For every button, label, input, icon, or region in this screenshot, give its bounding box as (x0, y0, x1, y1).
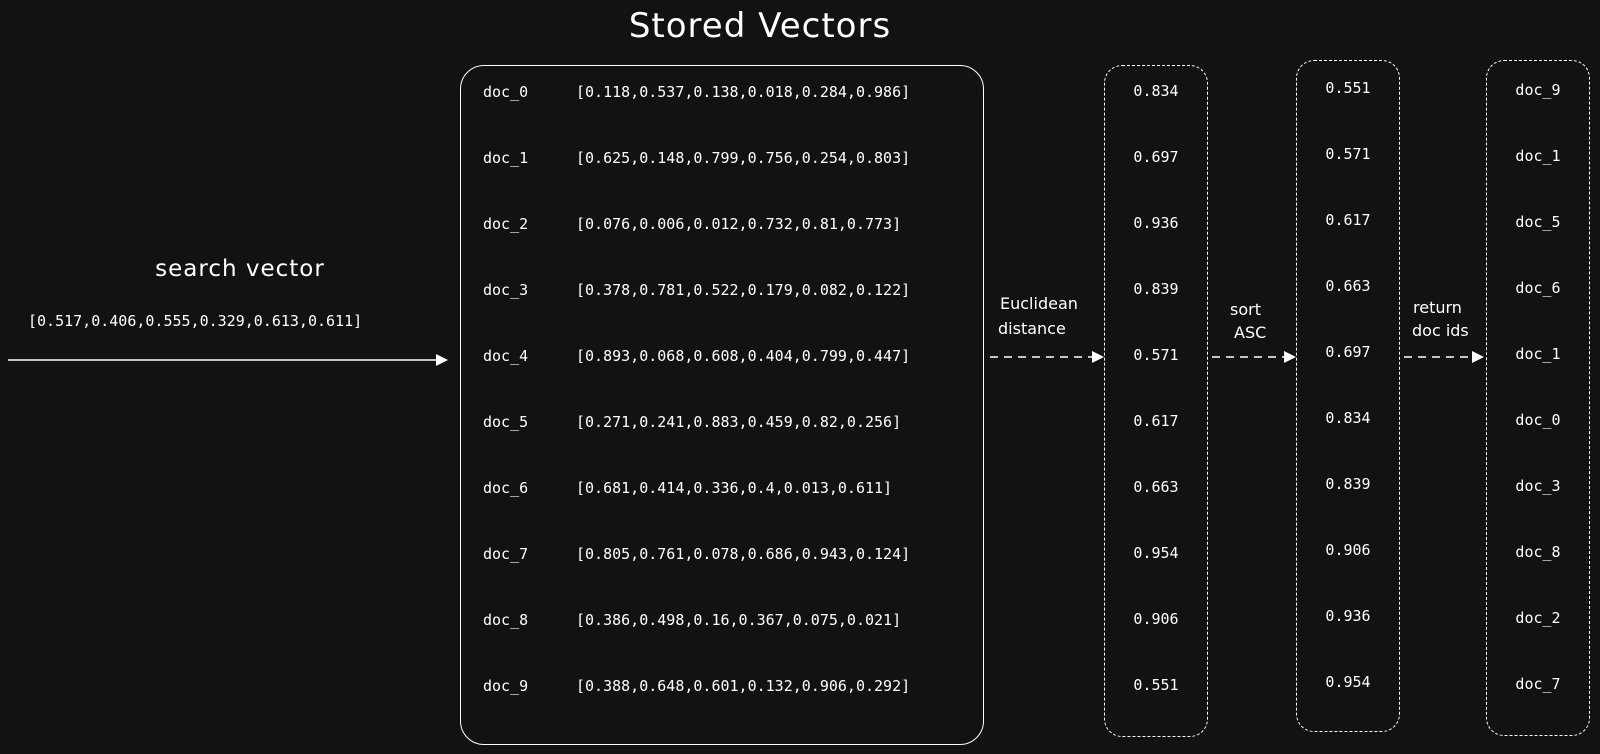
result-doc-id: doc_3 (1515, 477, 1561, 495)
doc-vector: [0.625,0.148,0.799,0.756,0.254,0.803] (576, 149, 911, 167)
doc-row: doc_6 [0.681,0.414,0.336,0.4,0.013,0.611… (461, 476, 983, 500)
sorted-distance-value: 0.571 (1325, 145, 1371, 163)
sort-step-label-line1: sort (1230, 300, 1261, 319)
sorted-distance-value: 0.834 (1325, 409, 1371, 427)
diagram-title: Stored Vectors (628, 6, 892, 46)
result-doc-id: doc_2 (1515, 609, 1561, 627)
result-doc-id: doc_7 (1515, 675, 1561, 693)
doc-row: doc_9 [0.388,0.648,0.601,0.132,0.906,0.2… (461, 674, 983, 698)
doc-row: doc_5 [0.271,0.241,0.883,0.459,0.82,0.25… (461, 410, 983, 434)
search-vector-heading: search vector (155, 256, 325, 282)
sorted-distance-value: 0.551 (1325, 79, 1371, 97)
result-doc-id: doc_5 (1515, 213, 1561, 231)
doc-id: doc_8 (483, 611, 529, 629)
return-step-label-line1: return (1413, 298, 1462, 317)
sorted-distance-value: 0.954 (1325, 673, 1371, 691)
doc-id: doc_9 (483, 677, 529, 695)
sorted-distance-value: 0.697 (1325, 343, 1371, 361)
sorted-distance-value: 0.839 (1325, 475, 1371, 493)
doc-row: doc_1 [0.625,0.148,0.799,0.756,0.254,0.8… (461, 146, 983, 170)
doc-vector: [0.271,0.241,0.883,0.459,0.82,0.256] (576, 413, 902, 431)
doc-vector: [0.681,0.414,0.336,0.4,0.013,0.611] (576, 479, 893, 497)
sorted-distance-value: 0.936 (1325, 607, 1371, 625)
sorted-distance-value: 0.906 (1325, 541, 1371, 559)
distance-step-label-line2: distance (998, 319, 1066, 338)
doc-row: doc_3 [0.378,0.781,0.522,0.179,0.082,0.1… (461, 278, 983, 302)
sort-step-label-line2: ASC (1234, 323, 1267, 342)
distance-value: 0.551 (1133, 676, 1179, 694)
doc-id: doc_7 (483, 545, 529, 563)
distance-value: 0.617 (1133, 412, 1179, 430)
doc-vector: [0.805,0.761,0.078,0.686,0.943,0.124] (576, 545, 911, 563)
sorted-distance-value: 0.663 (1325, 277, 1371, 295)
distance-value: 0.663 (1133, 478, 1179, 496)
distance-step-label-line1: Euclidean (1000, 294, 1078, 313)
doc-id: doc_0 (483, 83, 529, 101)
doc-id: doc_1 (483, 149, 529, 167)
stored-vectors-box: doc_0 [0.118,0.537,0.138,0.018,0.284,0.9… (460, 65, 984, 745)
doc-vector: [0.076,0.006,0.012,0.732,0.81,0.773] (576, 215, 902, 233)
distance-column: 0.834 0.697 0.936 0.839 0.571 0.617 0.66… (1104, 65, 1208, 737)
result-ids-column: doc_9 doc_1 doc_5 doc_6 doc_1 doc_0 doc_… (1486, 60, 1590, 736)
distance-value: 0.834 (1133, 82, 1179, 100)
doc-id: doc_5 (483, 413, 529, 431)
distance-value: 0.839 (1133, 280, 1179, 298)
doc-row: doc_0 [0.118,0.537,0.138,0.018,0.284,0.9… (461, 80, 983, 104)
doc-vector: [0.118,0.537,0.138,0.018,0.284,0.986] (576, 83, 911, 101)
doc-vector: [0.386,0.498,0.16,0.367,0.075,0.021] (576, 611, 902, 629)
sorted-distance-value: 0.617 (1325, 211, 1371, 229)
doc-vector: [0.378,0.781,0.522,0.179,0.082,0.122] (576, 281, 911, 299)
distance-value: 0.936 (1133, 214, 1179, 232)
result-doc-id: doc_9 (1515, 81, 1561, 99)
result-doc-id: doc_1 (1515, 345, 1561, 363)
doc-row: doc_2 [0.076,0.006,0.012,0.732,0.81,0.77… (461, 212, 983, 236)
result-doc-id: doc_1 (1515, 147, 1561, 165)
return-step-label-line2: doc ids (1412, 321, 1469, 340)
doc-vector: [0.893,0.068,0.608,0.404,0.799,0.447] (576, 347, 911, 365)
result-doc-id: doc_6 (1515, 279, 1561, 297)
doc-row: doc_4 [0.893,0.068,0.608,0.404,0.799,0.4… (461, 344, 983, 368)
distance-value: 0.697 (1133, 148, 1179, 166)
result-doc-id: doc_8 (1515, 543, 1561, 561)
doc-id: doc_2 (483, 215, 529, 233)
doc-id: doc_4 (483, 347, 529, 365)
distance-value: 0.954 (1133, 544, 1179, 562)
doc-row: doc_7 [0.805,0.761,0.078,0.686,0.943,0.1… (461, 542, 983, 566)
sorted-distance-column: 0.551 0.571 0.617 0.663 0.697 0.834 0.83… (1296, 60, 1400, 732)
result-doc-id: doc_0 (1515, 411, 1561, 429)
doc-vector: [0.388,0.648,0.601,0.132,0.906,0.292] (576, 677, 911, 695)
doc-id: doc_3 (483, 281, 529, 299)
distance-value: 0.906 (1133, 610, 1179, 628)
doc-id: doc_6 (483, 479, 529, 497)
doc-row: doc_8 [0.386,0.498,0.16,0.367,0.075,0.02… (461, 608, 983, 632)
distance-value: 0.571 (1133, 346, 1179, 364)
search-vector-value: [0.517,0.406,0.555,0.329,0.613,0.611] (28, 312, 363, 330)
